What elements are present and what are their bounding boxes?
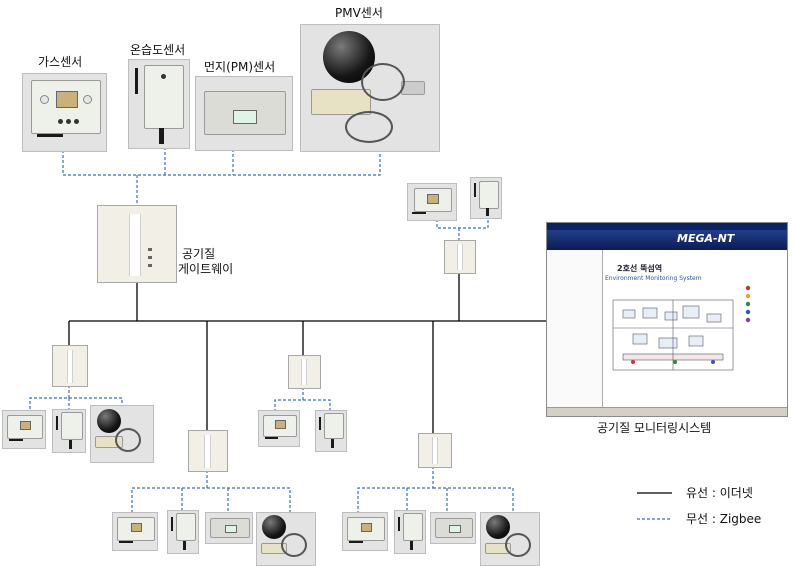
node-mid-gateway xyxy=(288,355,321,389)
node-br-gateway xyxy=(418,433,452,468)
pmv-sensor-label: PMV센서 xyxy=(335,6,383,20)
monitoring-system-screen: MEGA-NT xyxy=(546,222,788,417)
monitoring-system-label: 공기질 모니터링시스템 xyxy=(597,421,712,435)
air-quality-gateway xyxy=(97,205,177,283)
node-bl-dust-sensor xyxy=(205,512,253,544)
legend-wired-label: 유선 : 이더넷 xyxy=(686,486,753,500)
monitor-station-title: 2호선 뚝섬역 xyxy=(617,264,663,273)
node-bl-temp-sensor xyxy=(167,510,199,554)
node-ll-temp-sensor xyxy=(52,409,86,453)
monitor-subtitle: Environment Monitoring System xyxy=(605,275,702,282)
node-ll-pmv-sensor xyxy=(90,405,154,463)
dust-sensor-photo xyxy=(195,76,293,151)
node-bl-gas-sensor xyxy=(112,512,158,551)
node-br-gas-sensor xyxy=(342,512,388,551)
wired-links xyxy=(68,272,672,494)
node-bl-gateway xyxy=(188,430,228,472)
node-ur-gateway xyxy=(444,240,476,274)
wireless-links xyxy=(29,147,672,520)
pmv-sensor-photo xyxy=(300,24,440,152)
node-mid-gas-sensor xyxy=(258,410,300,447)
gas-sensor-photo xyxy=(22,73,107,152)
node-br-dust-sensor xyxy=(430,512,476,544)
node-ll-gas-sensor xyxy=(2,410,46,449)
monitor-header-text: MEGA-NT xyxy=(677,232,735,245)
temp-humidity-sensor-label: 온습도센서 xyxy=(130,43,186,57)
gateway-label-line1: 공기질 xyxy=(182,247,216,261)
node-ur-temp-sensor xyxy=(470,177,502,219)
node-ll-gateway xyxy=(52,345,88,387)
gas-sensor-label: 가스센서 xyxy=(38,55,83,69)
node-bl-pmv-sensor xyxy=(256,512,316,566)
node-ur-gas-sensor xyxy=(407,183,457,221)
gateway-label-line2: 게이트웨이 xyxy=(178,262,234,276)
temp-humidity-sensor-photo xyxy=(128,59,190,149)
node-br-pmv-sensor xyxy=(480,512,540,566)
node-br-temp-sensor xyxy=(394,510,426,554)
dust-sensor-label: 먼지(PM)센서 xyxy=(204,60,276,74)
node-mid-temp-sensor xyxy=(315,410,347,452)
legend-wireless-label: 무선 : Zigbee xyxy=(686,512,762,526)
